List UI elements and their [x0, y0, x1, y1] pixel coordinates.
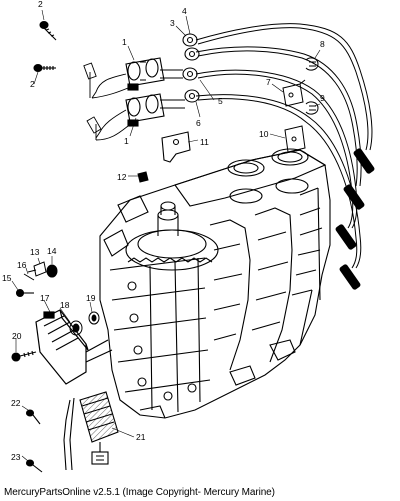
callout-16: 16	[17, 260, 27, 270]
screw-2-top[interactable]	[39, 20, 57, 41]
regulator-21[interactable]	[63, 391, 119, 471]
callout-12: 12	[117, 172, 127, 182]
lead-boots[interactable]	[160, 33, 200, 109]
engine-block	[99, 148, 331, 419]
lead-clamp-10[interactable]	[284, 125, 306, 153]
callout-17: 17	[40, 293, 50, 303]
callout-18: 18	[60, 300, 70, 310]
callout-13: 13	[30, 247, 40, 257]
screw-2-left[interactable]	[33, 63, 56, 73]
screw-20[interactable]	[11, 350, 37, 362]
coil-bracket-11[interactable]	[161, 131, 191, 163]
callout-23: 23	[11, 452, 21, 462]
grommet-14[interactable]	[46, 264, 58, 278]
screw-23[interactable]	[25, 459, 43, 473]
callout-10: 10	[259, 129, 269, 139]
switch-box-17[interactable]	[35, 309, 113, 385]
grommet-18[interactable]	[69, 320, 83, 336]
screw-22[interactable]	[25, 409, 41, 425]
callout-1-upper: 1	[122, 37, 127, 47]
washer-13[interactable]	[33, 261, 47, 277]
callout-3: 3	[170, 18, 175, 28]
terminal-16[interactable]	[23, 269, 37, 281]
callout-2-left: 2	[30, 79, 35, 89]
lead-clip-8[interactable]	[305, 57, 319, 71]
callout-9: 9	[320, 93, 325, 103]
callout-19: 19	[86, 293, 96, 303]
callout-7: 7	[266, 77, 271, 87]
spark-plug-caps[interactable]	[335, 148, 375, 290]
callout-8: 8	[320, 39, 325, 49]
callout-21: 21	[136, 432, 146, 442]
copyright-footer: MercuryPartsOnline v2.5.1 (Image Copyrig…	[4, 487, 275, 498]
callout-20: 20	[12, 331, 22, 341]
ignition-coil-lower[interactable]	[125, 93, 165, 127]
lead-clip-9[interactable]	[305, 101, 319, 115]
coil-primary-leads	[83, 62, 129, 141]
lead-clamp-7[interactable]	[282, 79, 306, 107]
callout-5: 5	[218, 96, 223, 106]
callout-labels: 1 1 2 2 3 4 5 6 7 8 9 10 11 12 13 14 15 …	[2, 0, 325, 462]
callout-22: 22	[11, 398, 21, 408]
callout-1-lower: 1	[124, 136, 129, 146]
leader-lines	[11, 9, 321, 462]
callout-4: 4	[182, 6, 187, 16]
callout-15: 15	[2, 273, 12, 283]
callout-6: 6	[196, 118, 201, 128]
callout-2-top: 2	[38, 0, 43, 9]
callout-11: 11	[200, 137, 209, 147]
clip-12[interactable]	[137, 171, 149, 183]
bushing-19[interactable]	[88, 311, 100, 325]
ignition-coil-upper[interactable]	[125, 57, 165, 91]
screw-15[interactable]	[15, 288, 35, 298]
callout-14: 14	[47, 246, 57, 256]
